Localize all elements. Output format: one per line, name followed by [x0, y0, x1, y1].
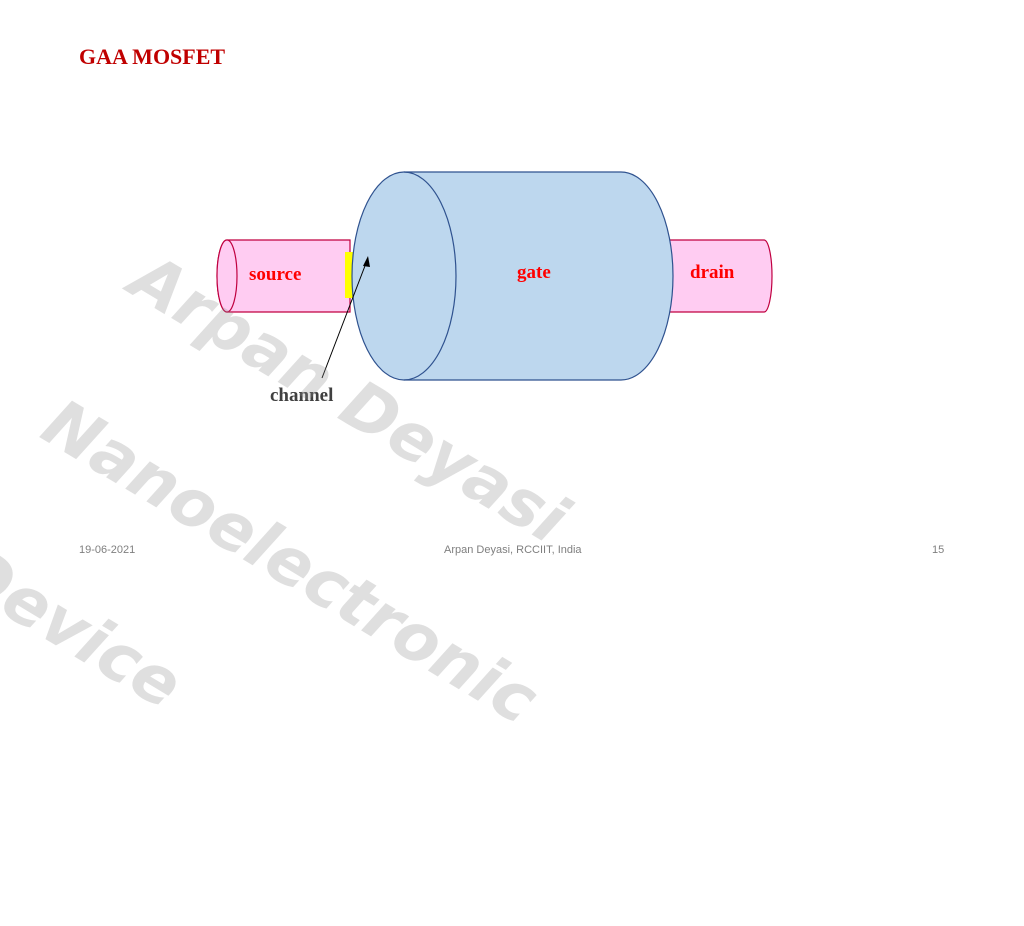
footer-date: 19-06-2021: [79, 544, 136, 556]
watermark-line: Device: [0, 529, 196, 725]
drain-cylinder: [659, 239, 773, 313]
gate-cylinder: [351, 171, 674, 381]
drain-body: [659, 239, 773, 313]
slide-title: GAA MOSFET: [79, 44, 226, 69]
channel-label: channel: [270, 385, 333, 406]
gate-label: gate: [517, 262, 551, 283]
channel-pointer-head: [363, 256, 370, 267]
gaa-mosfet-diagram: source gate drain channel: [216, 171, 773, 406]
source-cylinder: [216, 239, 351, 313]
footer-page-number: 15: [932, 544, 945, 556]
drain-label: drain: [690, 262, 735, 283]
channel-pointer-line: [321, 257, 369, 379]
gate-body: [351, 171, 674, 381]
source-label: source: [249, 264, 301, 285]
gate-front-edge: [403, 171, 457, 381]
source-end-face: [216, 239, 238, 313]
footer-author: Arpan Deyasi, RCCIIT, India: [444, 544, 582, 556]
channel-pointer-arrow: [321, 256, 370, 379]
